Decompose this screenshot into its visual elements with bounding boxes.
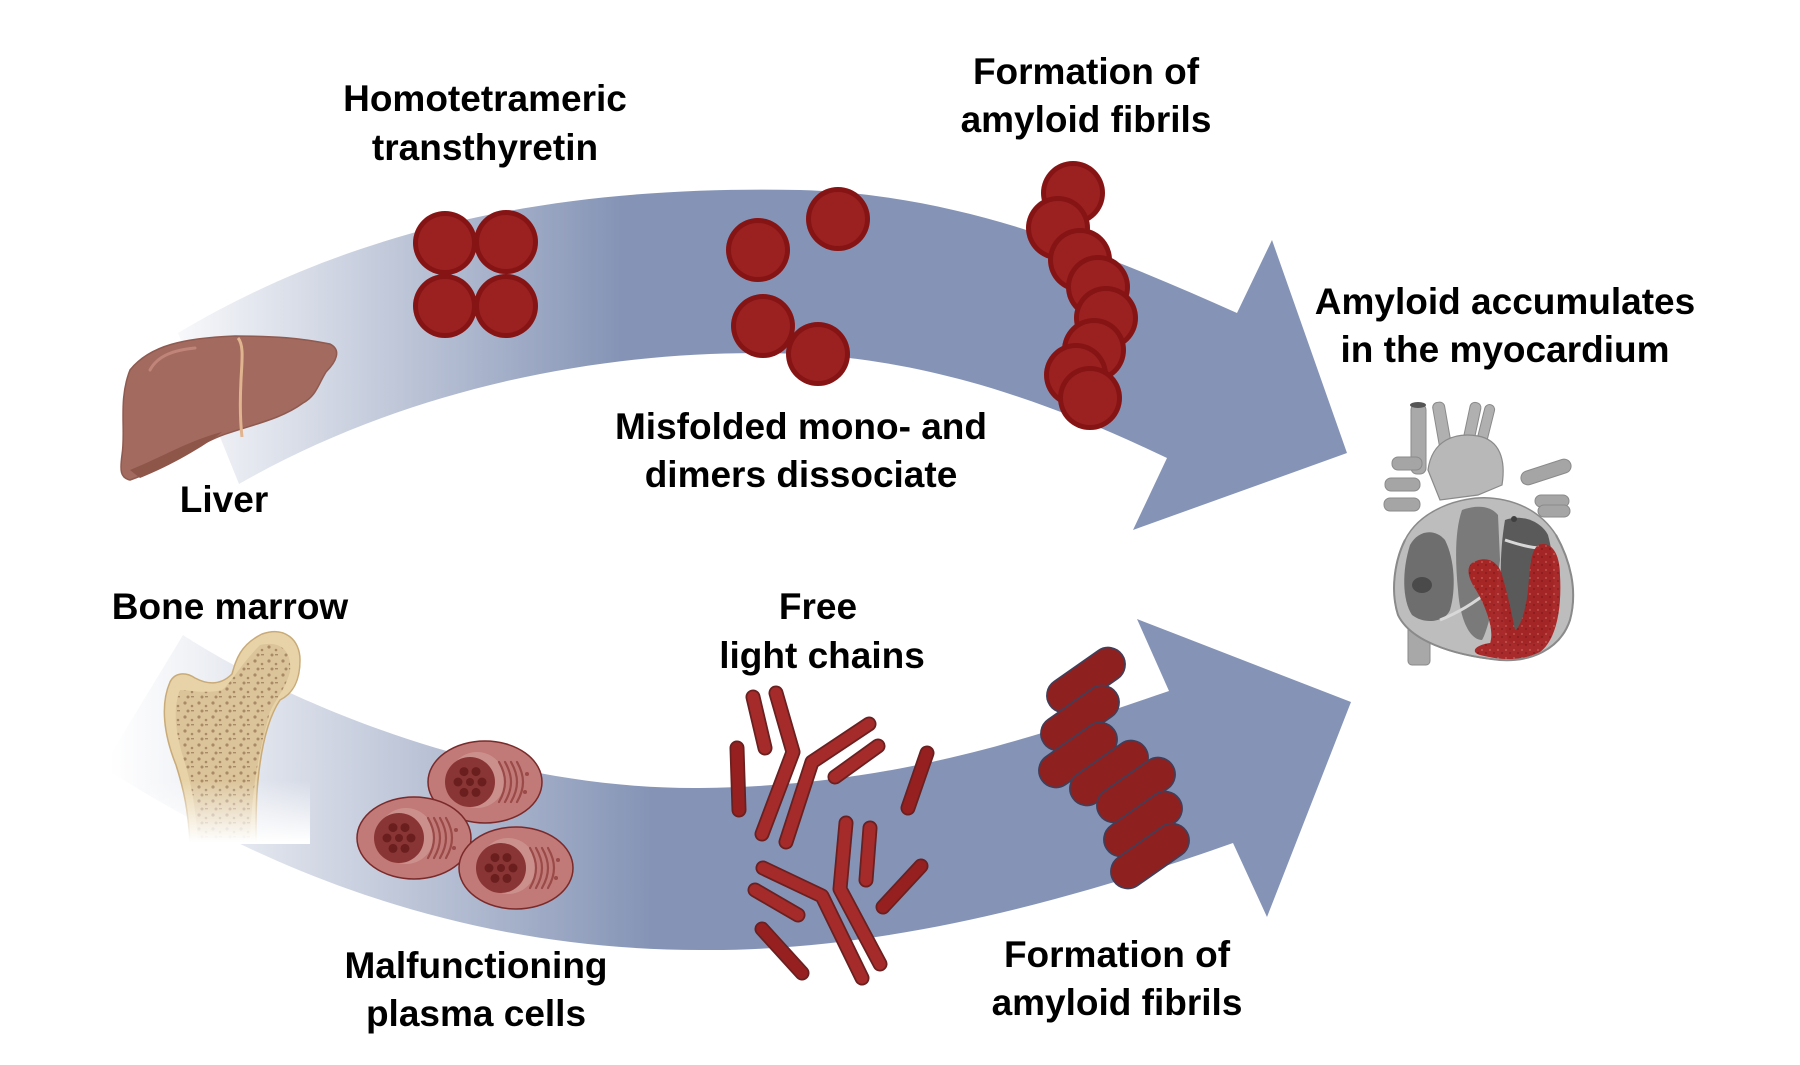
ttr-monomer [731, 294, 795, 358]
free-light-chains-icon [729, 685, 935, 986]
free-light-chains-label-line1: Free [779, 586, 857, 627]
amyloid-deposit [1468, 544, 1561, 660]
free-light-chain [756, 923, 808, 979]
al-fibril-label-line1: Formation of [1004, 934, 1231, 975]
bone-marrow-label: Bone marrow [112, 586, 349, 627]
plasma-cells-label-line2: plasma cells [366, 993, 586, 1034]
plasma-cell [427, 740, 543, 824]
plasma-cells-icon [356, 740, 574, 910]
ttr-monomer [726, 218, 790, 282]
antibody-light-chain [860, 822, 876, 886]
outcome-label-line1: Amyloid accumulates [1315, 281, 1695, 322]
liver-icon [120, 335, 338, 481]
antibody-heavy-chain [780, 718, 875, 848]
antibody-heavy-chain [756, 687, 799, 840]
al-amyloid-fibril-icon [1038, 646, 1190, 890]
ttr-subunit [474, 210, 538, 274]
antibody-heavy-chain [757, 862, 868, 984]
tetramer-label-line1: Homotetrameric [343, 78, 627, 119]
antibody-heavy-chain [834, 817, 886, 970]
dissociation-label-line1: Misfolded mono- and [615, 406, 987, 447]
ttr-fibril-label-line1: Formation of [973, 51, 1200, 92]
ttr-subunit [413, 211, 477, 275]
plasma-cell [458, 826, 574, 910]
liver-label: Liver [180, 479, 268, 520]
fibril-segment [1110, 822, 1190, 890]
antibody-light-chain [829, 740, 884, 783]
al-fibril-label-line2: amyloid fibrils [992, 982, 1243, 1023]
ttr-monomer [786, 322, 850, 386]
ttr-subunit [474, 274, 538, 338]
plasma-cell [356, 796, 472, 880]
free-light-chain [902, 747, 933, 814]
bone-marrow-icon [150, 631, 310, 844]
plasma-cells-label-line1: Malfunctioning [344, 945, 607, 986]
heart-icon [1383, 401, 1575, 666]
outcome-label-line2: in the myocardium [1341, 329, 1670, 370]
ttr-fibril-label-line2: amyloid fibrils [961, 99, 1212, 140]
dissociation-label-line2: dimers dissociate [645, 454, 958, 495]
ttr-monomer [806, 187, 870, 251]
ttr-monomers-icon [726, 187, 870, 386]
free-light-chain [731, 742, 745, 816]
ttr-tetramer-icon [413, 210, 538, 338]
fibril-subunit [1058, 366, 1122, 430]
free-light-chains-label-line2: light chains [719, 635, 925, 676]
antibody-light-chain [749, 884, 804, 921]
ttr-subunit [413, 274, 477, 338]
ttr-amyloid-fibril-icon [1026, 161, 1138, 430]
free-light-chain [877, 860, 927, 913]
antibody-light-chain [747, 691, 771, 754]
tetramer-label-line2: transthyretin [372, 127, 598, 168]
